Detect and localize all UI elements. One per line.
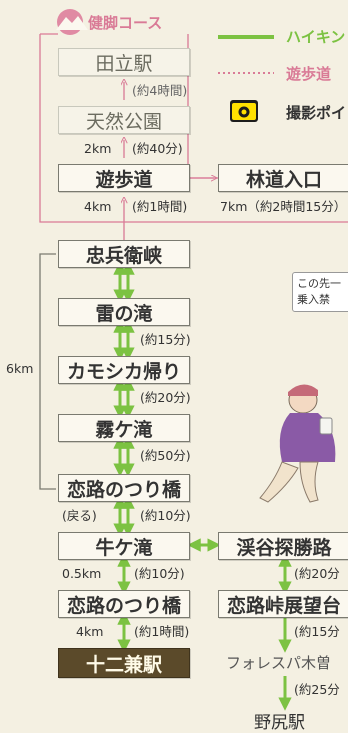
segment-time-10: (約1時間): [134, 624, 190, 639]
segment-time-7: (約50分): [140, 448, 191, 463]
segment-dist-10: 4km: [76, 624, 104, 639]
segment-right-3: (約25分: [294, 682, 340, 697]
station-yuhodo: 遊歩道: [58, 164, 190, 192]
segment-dist-9: 0.5km: [62, 566, 102, 581]
segment-loop-dist: 6km: [6, 361, 34, 376]
segment-right-2: (約15分: [294, 624, 340, 639]
station-forest: フォレスパ木曽: [226, 654, 332, 672]
segment-dist-2: 2km: [84, 141, 112, 156]
segment-right-1: (約20分: [294, 566, 340, 581]
station-ushi: 牛ケ滝: [58, 532, 190, 560]
station-koiji-1: 恋路のつり橋: [58, 474, 190, 502]
restriction-note: この先一 乗入禁: [292, 272, 348, 312]
station-kamoshika: カモシカ帰り: [58, 356, 190, 384]
legend-photo-label: 撮影ポイ: [286, 104, 347, 122]
station-nojiri: 野尻駅: [254, 713, 305, 733]
loop-bracket-line: [39, 253, 56, 490]
hiker-illustration-icon: [259, 384, 336, 503]
camera-icon: [230, 100, 258, 122]
segment-time-6: (約20分): [140, 390, 191, 405]
station-kaminari: 雷の滝: [58, 298, 190, 326]
station-keikoku: 渓谷探勝路: [218, 532, 348, 560]
station-koijitoge: 恋路峠展望台: [218, 590, 348, 618]
station-juni: 十二兼駅: [58, 648, 190, 678]
legend-promenade-label: 遊歩道: [286, 65, 332, 83]
mountain-logo-icon: [56, 9, 88, 35]
segment-time-9: (約10分): [134, 566, 185, 581]
segment-time-8: (約10分): [140, 508, 191, 523]
green-route-lines: [113, 261, 292, 711]
segment-time-1: (約4時間): [132, 83, 188, 98]
station-rindo: 林道入口: [218, 164, 348, 192]
station-chubei: 忠兵衛峡: [58, 240, 190, 268]
segment-dist-3: 4km: [84, 199, 112, 214]
segment-time-5: (約15分): [140, 332, 191, 347]
legend-logo-text: 健脚コース: [88, 14, 163, 32]
station-koiji-2: 恋路のつり橋: [58, 590, 190, 618]
segment-back: (戻る): [62, 508, 97, 523]
segment-rindo: 7km（約2時間15分）: [220, 199, 347, 214]
segment-time-3: (約1時間): [132, 199, 188, 214]
segment-time-2: (約40分): [132, 141, 183, 156]
legend-hiking-label: ハイキン: [286, 28, 346, 46]
note-line-1: この先一: [297, 277, 341, 290]
note-line-2: 乗入禁: [297, 293, 330, 306]
station-tachi: 田立駅: [58, 48, 190, 76]
station-kiri: 霧ケ滝: [58, 414, 190, 442]
station-tennen: 天然公園: [58, 106, 190, 134]
